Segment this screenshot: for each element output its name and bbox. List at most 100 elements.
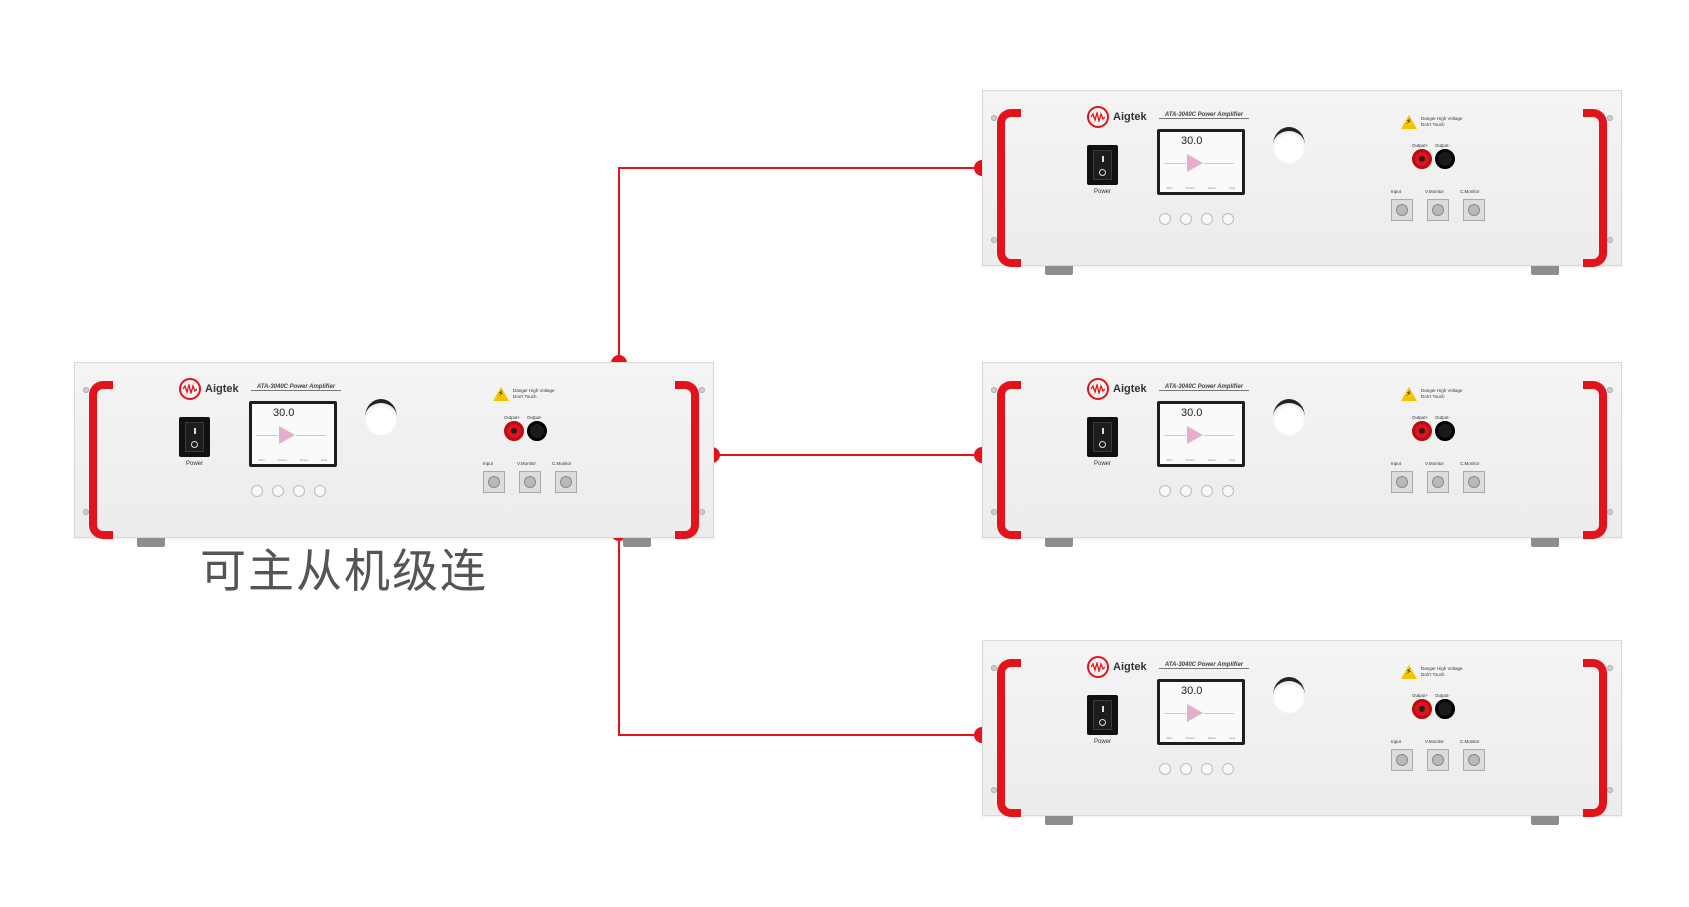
display-tab[interactable]: Man — [1166, 736, 1173, 740]
adjust-knob[interactable] — [365, 399, 397, 435]
soft-button-4[interactable] — [1222, 485, 1234, 497]
output-minus-terminal[interactable] — [1435, 699, 1455, 719]
soft-button-1[interactable] — [1159, 485, 1171, 497]
warning-line2: Don't Touch — [513, 394, 537, 399]
cmonitor-bnc-connector[interactable] — [1463, 749, 1485, 771]
display-tab[interactable]: Reset — [1207, 186, 1216, 190]
input-bnc-connector[interactable] — [483, 471, 505, 493]
vmonitor-bnc-connector[interactable] — [519, 471, 541, 493]
screw — [1607, 665, 1613, 671]
display-tab[interactable]: Preset — [1185, 458, 1195, 462]
left-handle[interactable] — [997, 659, 1021, 817]
soft-buttons — [1159, 763, 1234, 775]
soft-button-2[interactable] — [272, 485, 284, 497]
soft-button-4[interactable] — [1222, 763, 1234, 775]
soft-button-4[interactable] — [314, 485, 326, 497]
rocker-switch-icon — [1093, 422, 1112, 452]
right-handle[interactable] — [1583, 109, 1607, 267]
adjust-knob[interactable] — [1273, 127, 1305, 163]
warning-line2: Don't Touch — [1421, 672, 1445, 677]
left-handle[interactable] — [89, 381, 113, 539]
display-tab[interactable]: Preset — [277, 458, 287, 462]
adjust-knob[interactable] — [1273, 677, 1305, 713]
brand-name: Aigtek — [205, 383, 239, 395]
output-plus-terminal[interactable] — [504, 421, 524, 441]
display-screen: 30.0 Man Preset Reset Help — [1157, 679, 1245, 745]
soft-button-1[interactable] — [251, 485, 263, 497]
soft-button-2[interactable] — [1180, 763, 1192, 775]
power-switch[interactable] — [1087, 695, 1118, 735]
display-tabs: Man Preset Reset Help — [1160, 186, 1242, 190]
vmonitor-label: V.Monitor — [1425, 189, 1444, 194]
soft-button-3[interactable] — [1201, 763, 1213, 775]
display-tab[interactable]: Help — [1229, 458, 1236, 462]
display-tab[interactable]: Preset — [1185, 186, 1195, 190]
display-tab[interactable]: Man — [1166, 186, 1173, 190]
power-label: Power — [1093, 461, 1111, 467]
display-tab[interactable]: Man — [1166, 458, 1173, 462]
display-tab[interactable]: Reset — [299, 458, 308, 462]
left-handle[interactable] — [997, 109, 1021, 267]
soft-button-3[interactable] — [1201, 213, 1213, 225]
vmonitor-bnc-connector[interactable] — [1427, 749, 1449, 771]
warning-line1: Danger High Voltage — [1421, 388, 1463, 393]
output-minus-terminal[interactable] — [1435, 149, 1455, 169]
soft-button-3[interactable] — [293, 485, 305, 497]
brand-logo: Aigtek — [179, 378, 239, 400]
wire-master-to-slave-3 — [618, 533, 980, 736]
output-plus-terminal[interactable] — [1412, 421, 1432, 441]
amplifier-symbol-icon — [1187, 426, 1203, 444]
input-bnc-connector[interactable] — [1391, 749, 1413, 771]
aigtek-logo-icon — [179, 378, 201, 400]
output-plus-terminal[interactable] — [1412, 149, 1432, 169]
soft-button-2[interactable] — [1180, 485, 1192, 497]
right-handle[interactable] — [1583, 381, 1607, 539]
screw — [699, 509, 705, 515]
output-minus-label: Output- — [1435, 693, 1451, 698]
vmonitor-bnc-connector[interactable] — [1427, 199, 1449, 221]
signal-line — [1164, 163, 1186, 164]
cmonitor-bnc-connector[interactable] — [1463, 199, 1485, 221]
display-tab[interactable]: Help — [321, 458, 328, 462]
left-handle[interactable] — [997, 381, 1021, 539]
output-minus-terminal[interactable] — [1435, 421, 1455, 441]
soft-button-1[interactable] — [1159, 213, 1171, 225]
screw — [699, 387, 705, 393]
master-amplifier: Aigtek ATA-3040C Power Amplifier Power 3… — [74, 362, 714, 547]
adjust-knob[interactable] — [1273, 399, 1305, 435]
rocker-switch-icon — [185, 422, 204, 452]
display-tab[interactable]: Help — [1229, 186, 1236, 190]
output-plus-terminal[interactable] — [1412, 699, 1432, 719]
output-minus-terminal[interactable] — [527, 421, 547, 441]
soft-button-2[interactable] — [1180, 213, 1192, 225]
rocker-switch-icon — [1093, 700, 1112, 730]
cmonitor-bnc-connector[interactable] — [555, 471, 577, 493]
display-tab[interactable]: Preset — [1185, 736, 1195, 740]
soft-button-1[interactable] — [1159, 763, 1171, 775]
model-label: ATA-3040C Power Amplifier — [1159, 662, 1249, 669]
display-tab[interactable]: Reset — [1207, 736, 1216, 740]
input-bnc-connector[interactable] — [1391, 199, 1413, 221]
power-switch[interactable] — [1087, 417, 1118, 457]
right-handle[interactable] — [1583, 659, 1607, 817]
power-switch[interactable] — [179, 417, 210, 457]
display-tab[interactable]: Help — [1229, 736, 1236, 740]
display-tab[interactable]: Man — [258, 458, 265, 462]
vmonitor-bnc-connector[interactable] — [1427, 471, 1449, 493]
output-plus-label: Output+ — [1412, 415, 1429, 420]
cmonitor-label: C.Monitor — [1460, 739, 1480, 744]
warning-line2: Don't Touch — [1421, 122, 1445, 127]
display-tab[interactable]: Reset — [1207, 458, 1216, 462]
warning-line1: Danger High Voltage — [1421, 116, 1463, 121]
power-switch[interactable] — [1087, 145, 1118, 185]
brand-logo: Aigtek — [1087, 106, 1147, 128]
soft-button-4[interactable] — [1222, 213, 1234, 225]
soft-button-3[interactable] — [1201, 485, 1213, 497]
cmonitor-bnc-connector[interactable] — [1463, 471, 1485, 493]
input-bnc-connector[interactable] — [1391, 471, 1413, 493]
output-plus-label: Output+ — [1412, 693, 1429, 698]
display-tabs: Man Preset Reset Help — [252, 458, 334, 462]
output-plus-label: Output+ — [1412, 143, 1429, 148]
right-handle[interactable] — [675, 381, 699, 539]
